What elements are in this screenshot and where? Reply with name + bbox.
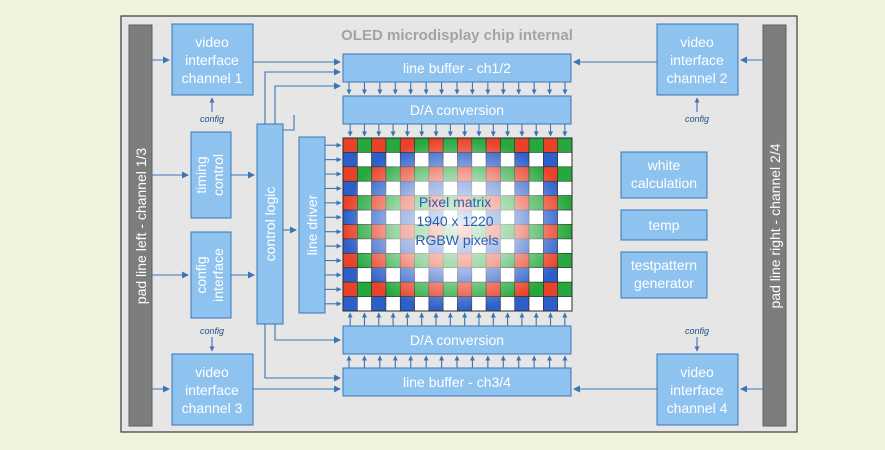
line-buffer-top: line buffer - ch1/2 bbox=[342, 53, 572, 83]
pixel-matrix-type: RGBW pixels bbox=[415, 232, 498, 248]
svg-text:temp: temp bbox=[648, 217, 679, 233]
pixel-matrix-title: Pixel matrix bbox=[419, 194, 491, 210]
svg-text:Pixel matrix 1940 x 1220: Pixel matrix 1940 x 1220 RGBW pixels bbox=[415, 194, 498, 248]
pad-line-left bbox=[128, 24, 153, 427]
svg-text:control logic: control logic bbox=[262, 187, 278, 262]
svg-text:timingcontrol: timingcontrol bbox=[193, 154, 226, 196]
config-label-ch4: config bbox=[685, 326, 709, 336]
chip-title: OLED microdisplay chip internal bbox=[341, 27, 573, 44]
svg-text:D/A conversion: D/A conversion bbox=[410, 102, 504, 118]
svg-text:line buffer - ch1/2: line buffer - ch1/2 bbox=[403, 60, 511, 76]
line-buffer-bottom: line buffer - ch3/4 bbox=[342, 367, 572, 397]
config-label-ch1: config bbox=[200, 114, 224, 124]
da-conversion-bottom: D/A conversion bbox=[342, 325, 572, 355]
da-to-matrix-arrows-bottom bbox=[347, 312, 568, 326]
da-conversion-top: D/A conversion bbox=[342, 95, 572, 125]
line-buffer-to-da-arrows-top bbox=[346, 82, 568, 95]
timing-control: timingcontrol bbox=[190, 131, 232, 219]
pad-line-right bbox=[762, 24, 787, 427]
da-to-matrix-arrows-top bbox=[347, 124, 568, 137]
line-driver: line driver bbox=[298, 136, 326, 314]
config-label-ch2: config bbox=[685, 114, 709, 124]
pixel-matrix: Pixel matrix 1940 x 1220 RGBW pixels bbox=[342, 137, 573, 312]
svg-text:line buffer - ch3/4: line buffer - ch3/4 bbox=[403, 374, 511, 390]
control-logic: control logic bbox=[256, 123, 284, 325]
svg-text:configinterface: configinterface bbox=[193, 248, 226, 302]
svg-text:line driver: line driver bbox=[304, 194, 320, 255]
pad-line-left-label: pad line left - channel 1/3 bbox=[133, 148, 149, 305]
config-label-ch3: config bbox=[200, 326, 224, 336]
svg-text:D/A conversion: D/A conversion bbox=[410, 332, 504, 348]
line-driver-to-matrix-arrows bbox=[325, 142, 342, 307]
line-buffer-to-da-arrows-bottom bbox=[346, 355, 568, 368]
temp-block: temp bbox=[620, 209, 708, 241]
pixel-matrix-resolution: 1940 x 1220 bbox=[417, 213, 494, 229]
config-interface: configinterface bbox=[190, 231, 232, 319]
pad-line-right-label: pad line right - channel 2/4 bbox=[767, 143, 783, 308]
